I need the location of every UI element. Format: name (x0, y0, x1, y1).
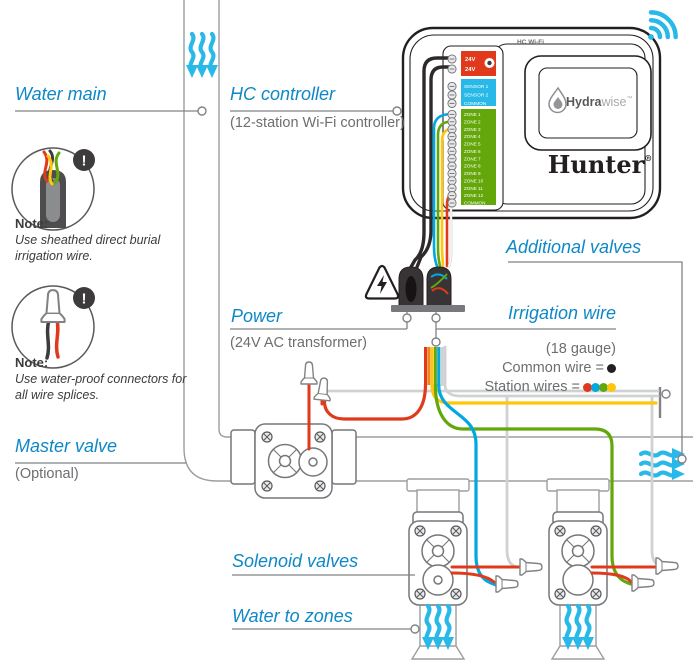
svg-text:ZONE 6: ZONE 6 (464, 149, 481, 154)
water-main-pipe (183, 0, 693, 482)
controller-model-label: HC Wi-Fi (517, 39, 545, 46)
note-connector-icon: ! (11, 285, 95, 369)
water-flow-right-icon (641, 448, 685, 480)
label-power: Power (231, 306, 283, 326)
red-wire-master (322, 382, 428, 421)
terminal-block-zones: ZONE 1 ZONE 2 ZONE 3 ZONE 4 ZONE 5 ZONE … (461, 109, 496, 206)
svg-text:ZONE 2: ZONE 2 (464, 119, 481, 124)
svg-text:ZONE 11: ZONE 11 (464, 186, 483, 191)
warning-electrical-icon (364, 264, 400, 300)
svg-text:ZONE 4: ZONE 4 (464, 134, 481, 139)
master-valve (230, 423, 357, 499)
cable-clamp-bar (391, 305, 465, 312)
alert-badge (73, 287, 95, 309)
hydrawise-logo: Hydrawise™ (566, 95, 633, 109)
legend-gauge: (18 gauge) (545, 341, 616, 357)
svg-text:24V: 24V (465, 57, 475, 63)
svg-text:SENSOR 2: SENSOR 2 (464, 93, 489, 99)
solenoid-valve-2 (548, 511, 608, 606)
station-wire-dot-green (599, 382, 608, 392)
svg-text:ZONE 7: ZONE 7 (464, 156, 481, 161)
label-power-sub: (24V AC transformer) (230, 335, 367, 351)
callout-dots (197, 106, 687, 634)
svg-text:!: ! (82, 291, 87, 308)
station-wire-dot-red (583, 382, 592, 392)
cyan-wire (437, 383, 498, 587)
label-additional-valves: Additional valves (506, 237, 642, 257)
label-master-valve: Master valve (15, 436, 118, 456)
svg-text:!: ! (82, 153, 87, 170)
note2-text: Use water-proof connectors for all wire … (15, 372, 187, 402)
wire-connector-cone (495, 575, 519, 593)
wire-connector-cone (631, 574, 655, 592)
solenoid-2 (562, 564, 594, 596)
wifi-icon (648, 10, 678, 40)
svg-text:COMMON: COMMON (464, 101, 487, 107)
wire-bundle (424, 347, 444, 386)
note-wire-icon: ! (11, 147, 95, 231)
legend-station-wires: Station wires = (430, 378, 616, 397)
label-irrigation-wire: Irrigation wire (507, 303, 616, 323)
label-hc-controller: HC controller (230, 84, 336, 104)
terminal-block-sensor: SENSOR 1 SENSOR 2 COMMON (461, 79, 496, 107)
svg-text:COMMON: COMMON (464, 201, 485, 206)
water-flow-down-icon-main (186, 34, 218, 78)
svg-text:ZONE 3: ZONE 3 (464, 127, 481, 132)
hydrawise-drop-icon (548, 86, 567, 114)
cable-grommets (391, 266, 465, 312)
wire-connector-cone (519, 558, 543, 576)
label-solenoid-valves: Solenoid valves (232, 551, 359, 571)
valve-red-leads (450, 565, 657, 584)
wire-connector-cone (300, 361, 318, 385)
callout-lines (15, 110, 683, 630)
terminal-block-power: 24V 24V (461, 51, 496, 76)
power-cable (409, 56, 454, 269)
note1-heading: Note: (15, 216, 49, 231)
wire-legend: (18 gauge) Common wire = Station wires = (430, 340, 616, 397)
svg-text:ZONE 8: ZONE 8 (464, 164, 481, 169)
solenoid-valve-1 (408, 511, 468, 606)
label-master-valve-sub: (Optional) (15, 466, 79, 482)
callout-additional-valves (508, 261, 683, 455)
controller-screen (538, 67, 638, 139)
svg-text:24V: 24V (465, 67, 475, 73)
svg-text:ZONE 12: ZONE 12 (464, 193, 484, 198)
note1-text: Use sheathed direct burial irrigation wi… (15, 233, 161, 263)
note2-heading: Note: (15, 355, 49, 370)
svg-text:ZONE 1: ZONE 1 (464, 112, 481, 117)
svg-text:ZONE 10: ZONE 10 (464, 178, 484, 183)
svg-text:ZONE 9: ZONE 9 (464, 171, 481, 176)
legend-common-wire: Common wire = (430, 359, 616, 378)
svg-text:SENSOR 1: SENSOR 1 (464, 84, 489, 90)
svg-text:ZONE 5: ZONE 5 (464, 142, 481, 147)
label-water-main: Water main (15, 84, 107, 104)
station-wire-dot-yellow (607, 382, 616, 392)
common-wire-dot (607, 363, 616, 373)
hunter-logo: Hunter® (547, 150, 653, 179)
label-hc-controller-sub: (12-station Wi-Fi controller) (230, 115, 405, 131)
wire-connector-cone (655, 557, 679, 575)
station-wire-dot-blue (591, 382, 600, 392)
label-water-to-zones: Water to zones (232, 606, 353, 626)
alert-badge (73, 149, 95, 171)
